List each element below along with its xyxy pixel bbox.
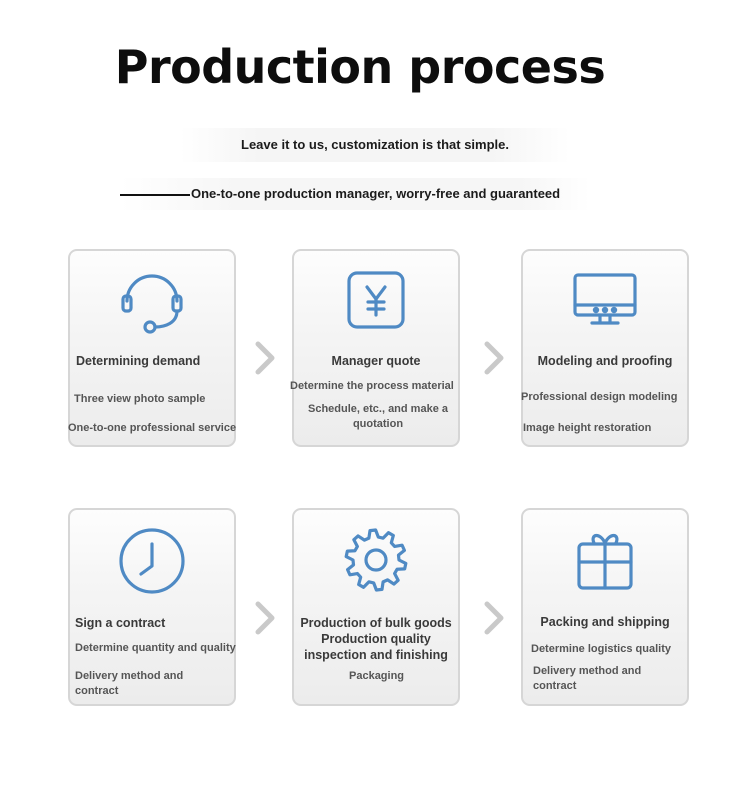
step-card-sign-contract: Sign a contract Determine quantity and q… [68,508,236,706]
step-title: Production of bulk goods Production qual… [300,616,452,662]
step-detail-line: Determine quantity and quality [75,642,236,654]
step-detail-line: Three view photo sample [74,393,206,405]
chevron-right-icon [482,600,506,636]
monitor-icon [570,265,640,335]
headset-icon [117,265,187,335]
step-detail-line: Schedule, etc., and make a quotation [307,403,448,430]
page-title: Production process [114,40,606,94]
gift-icon [570,524,640,594]
step-title: Determining demand [76,354,201,368]
step-card-determining-demand: Determining demand Three view photo samp… [68,249,236,447]
step-detail-line: Determine the process material [290,380,454,392]
step-card-packing-shipping: Packing and shipping Determine logistics… [521,508,689,706]
step-title: Manager quote [331,354,421,368]
step-detail-line: Packaging [349,670,405,682]
step-detail-line: One-to-one professional service [68,422,237,434]
step-detail-line: Image height restoration [523,422,652,434]
step-detail-line: Professional design modeling [521,391,678,403]
step-detail-line: Determine logistics quality [531,643,671,655]
divider-rule [120,193,190,196]
step-card-modeling-proofing: Modeling and proofing Professional desig… [521,249,689,447]
chevron-right-icon [482,340,506,376]
gear-icon [341,524,411,594]
step-card-bulk-production: Production of bulk goods Production qual… [292,508,460,706]
page-subtitle: Leave it to us, customization is that si… [180,128,570,162]
yen-icon [341,265,411,335]
step-detail-line: Delivery method and contract [75,670,184,697]
step-card-manager-quote: Manager quote Determine the process mate… [290,249,460,447]
tagline: One-to-one production manager, worry-fre… [120,178,590,210]
chevron-right-icon [253,340,277,376]
step-title: Packing and shipping [540,615,670,629]
tagline-text: One-to-one production manager, worry-fre… [191,186,561,201]
chevron-right-icon [253,600,277,636]
step-detail-line: Delivery method and contract [533,665,642,692]
clock-icon [117,524,187,594]
step-title: Modeling and proofing [537,354,673,368]
step-title: Sign a contract [75,616,166,630]
